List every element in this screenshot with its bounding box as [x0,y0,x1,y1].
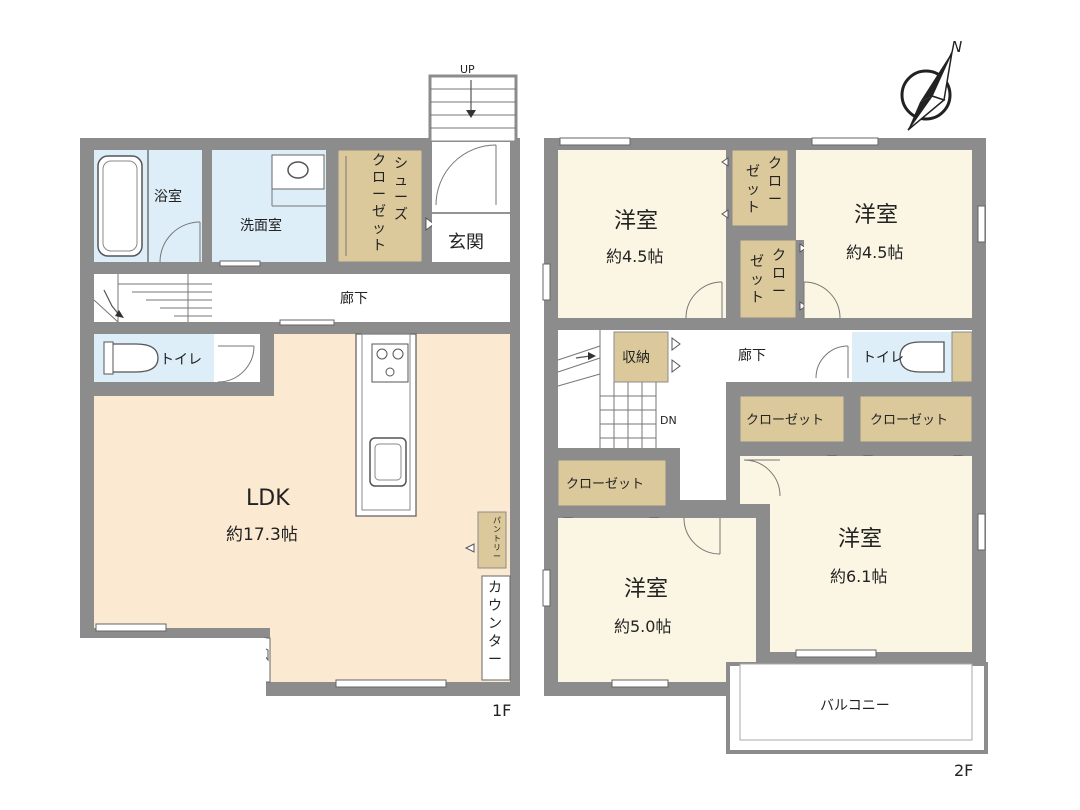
entrance-label: 玄関 [448,232,484,253]
closet-2f-3-label: クローゼット [566,477,644,492]
kitchen-sink-icon [369,437,407,487]
ldk-size: 約17.3帖 [226,525,298,545]
svg-text:ー: ー [394,190,408,206]
toilet-icon-1f [111,343,159,373]
counter [481,575,511,681]
closet-2f-2 [859,395,973,443]
pantry-label: パ ン ト リ ー [493,516,501,561]
hallway-1f-label: 廊下 [340,290,368,307]
room-2f-c [740,456,972,652]
svg-text:タ: タ [488,634,502,650]
closet-2f-3 [557,459,667,507]
svg-text:ュ: ュ [394,173,408,189]
toilet-1f-label: トイレ [160,352,202,368]
svg-text:ン: ン [493,525,501,534]
dn-label: DN [660,414,677,427]
hallway-2f-label: 廊下 [738,347,766,364]
svg-text:リ: リ [493,543,501,552]
svg-text:ズ: ズ [394,207,408,223]
svg-text:ー: ー [372,187,386,203]
shoe-closet [337,149,423,263]
svg-text:ト: ト [493,534,501,543]
up-label-entrance: UP [460,63,475,76]
bath-label: 浴室 [154,188,182,205]
svg-text:ウ: ウ [488,598,502,614]
svg-text:ク: ク [372,153,386,169]
svg-text:ク: ク [768,156,782,172]
room-2f-d-size: 約5.0帖 [614,617,671,636]
svg-text:ロ: ロ [772,266,786,282]
svg-text:ッ: ッ [372,221,386,237]
compass: N [900,38,962,131]
svg-text:カ: カ [488,580,502,596]
svg-text:ー: ー [488,652,502,668]
hallway-1f [212,274,510,322]
svg-text:ト: ト [372,238,386,254]
svg-text:ト: ト [746,200,760,216]
closet-2f-mid [739,239,797,319]
room-2f-a [558,150,726,318]
balcony-label: バルコニー [820,698,890,714]
toilet-icon-2f [899,341,945,373]
floor-2: 洋室 約4.5帖 ク ロ ー ゼ ッ ト ク ロ ー ゼ ッ ト [542,137,988,780]
room-2f-c-name: 洋室 [838,527,882,552]
svg-text:ー: ー [768,192,782,208]
ldk-label: LDK [246,486,290,511]
entrance [432,142,510,262]
svg-text:ー: ー [493,552,501,561]
room-2f-a-size: 約4.5帖 [606,247,663,266]
room-2f-c-size: 約6.1帖 [830,567,887,586]
svg-text:ト: ト [750,290,764,306]
closet-2f-mid-label: ク ロ ー ゼ ッ ト [750,248,786,306]
floor1-label: 1F [492,701,511,720]
shoe-closet-label: シ ュ ー ズ ク ロ ー ゼ ッ ト [372,153,408,254]
stairs-1f [94,274,212,322]
sink-icon [271,154,325,190]
closet-2f-top-label: ク ロ ー ゼ ッ ト [746,156,782,216]
svg-text:ロ: ロ [372,170,386,186]
svg-text:ク: ク [772,248,786,264]
room-2f-d-name: 洋室 [624,577,668,602]
storage-label: 収納 [622,350,650,366]
bathtub-icon [97,155,143,257]
svg-text:パ: パ [493,516,501,525]
svg-text:ー: ー [772,284,786,300]
closet-2f-top [731,149,789,227]
svg-text:ッ: ッ [750,272,764,288]
pantry [477,511,507,569]
washroom-label: 洗面室 [240,217,282,234]
room-2f-d [558,518,756,682]
room-2f-a-name: 洋室 [614,209,658,234]
svg-text:シ: シ [394,156,408,172]
svg-text:ッ: ッ [746,182,760,198]
room-2f-b [796,150,972,318]
stairs-2f [557,330,657,448]
closet-2f-2-label: クローゼット [870,413,948,428]
svg-text:ン: ン [488,616,502,632]
closet-2f-1 [739,395,845,443]
svg-text:ゼ: ゼ [372,204,386,220]
toilet-2f-label: トイレ [862,350,904,366]
storage [613,331,669,383]
floor2-label: 2F [954,761,973,780]
counter-label: カ ウ ン タ ー [488,580,502,668]
closet-2f-1-label: クローゼット [746,413,824,428]
svg-text:ゼ: ゼ [750,254,764,270]
svg-text:ゼ: ゼ [746,164,760,180]
svg-text:ロ: ロ [768,174,782,190]
north-label: N [951,38,962,56]
floor-1: UP 浴室 洗面室 シ ュ ー ズ ク ロ ー ゼ ッ ト [80,63,520,720]
room-2f-b-size: 約4.5帖 [846,243,903,262]
room-2f-b-name: 洋室 [854,203,898,228]
entrance-steps [428,74,518,144]
